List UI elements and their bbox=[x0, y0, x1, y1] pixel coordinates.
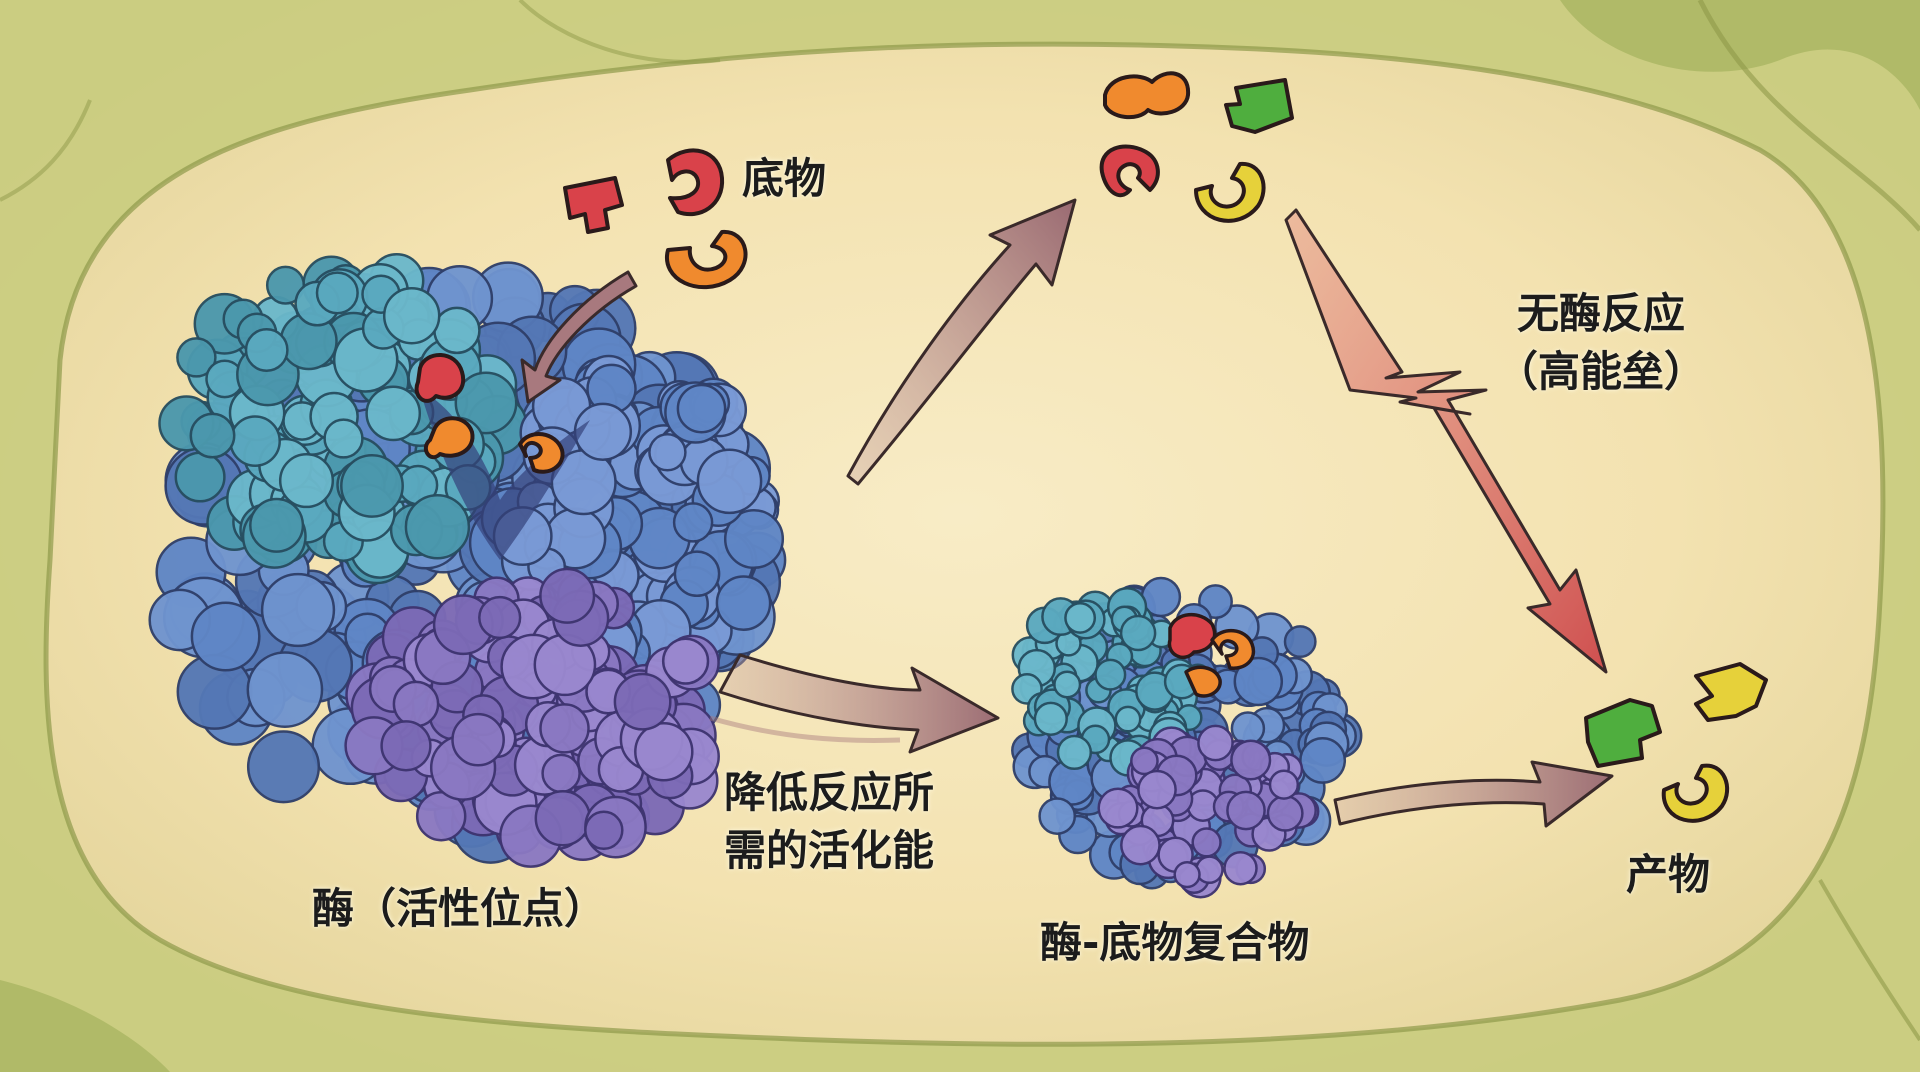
enzyme-protein bbox=[148, 252, 787, 868]
uncatalyzed-label-line1: 无酶反应 bbox=[1517, 289, 1686, 338]
substrate-red-bean bbox=[666, 148, 725, 217]
substrate-orange-bean bbox=[664, 229, 748, 290]
top-yellow-bean bbox=[1194, 161, 1266, 223]
top-red-bean bbox=[1099, 144, 1160, 198]
uncatalyzed-substrates bbox=[1099, 71, 1294, 223]
arrow-to-transition bbox=[846, 198, 1077, 486]
product-label: 产物 bbox=[1626, 850, 1711, 899]
complex-label: 酶-底物复合物 bbox=[1040, 918, 1310, 967]
enzyme-substrate-complex-protein bbox=[1011, 576, 1363, 899]
activation-energy-label-line2: 需的活化能 bbox=[724, 826, 935, 875]
top-green-block bbox=[1224, 78, 1294, 134]
activation-energy-label-line1: 降低反应所 bbox=[724, 768, 935, 817]
enzyme-label: 酶（活性位点） bbox=[312, 884, 607, 933]
binding-arrow bbox=[520, 270, 638, 404]
uncatalyzed-zigzag-arrow bbox=[1284, 208, 1608, 674]
arrow-to-products bbox=[1333, 760, 1614, 828]
substrate-group bbox=[563, 148, 748, 290]
products-group bbox=[1584, 662, 1768, 823]
uncatalyzed-label: 无酶反应 （高能垒） bbox=[1496, 285, 1706, 401]
arrow-to-complex bbox=[718, 653, 1000, 754]
top-orange-bean bbox=[1103, 71, 1191, 120]
bound-substrates bbox=[1167, 613, 1256, 698]
substrate-label: 底物 bbox=[742, 154, 827, 203]
activation-energy-label: 降低反应所 需的活化能 bbox=[724, 764, 934, 880]
product-yellow-bean bbox=[1661, 763, 1730, 823]
uncatalyzed-label-line2: （高能垒） bbox=[1496, 347, 1707, 396]
product-yellow-block bbox=[1694, 662, 1768, 722]
product-green-block bbox=[1584, 698, 1662, 768]
substrate-red-square bbox=[563, 176, 624, 234]
